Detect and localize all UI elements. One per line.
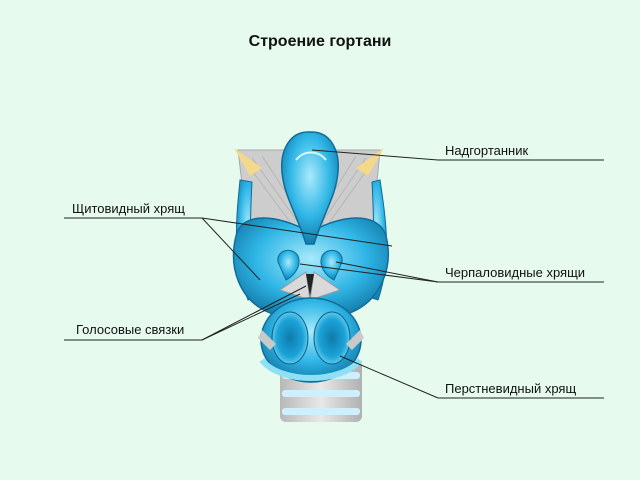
label-arytenoid-cartilages: Черпаловидные хрящи bbox=[445, 265, 586, 280]
label-thyroid-cartilage: Щитовидный хрящ bbox=[72, 201, 185, 216]
arytenoid-left bbox=[277, 249, 300, 281]
epiglottis-edge-left bbox=[234, 148, 262, 176]
arytenoid-right bbox=[320, 249, 343, 281]
leader-lines bbox=[64, 149, 604, 399]
label-cricoid-cartilage: Перстневидный хрящ bbox=[445, 381, 577, 396]
cricoid-cartilage bbox=[259, 297, 363, 383]
vocal-cords bbox=[278, 271, 342, 301]
label-vocal-cords: Голосовые связки bbox=[76, 322, 185, 337]
label-epiglottis: Надгортанник bbox=[445, 143, 529, 158]
page-title: Строение гортани bbox=[248, 33, 392, 50]
